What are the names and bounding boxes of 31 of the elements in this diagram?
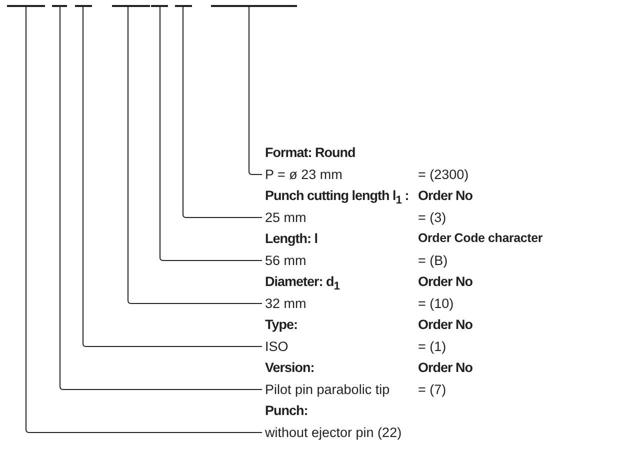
leader-line xyxy=(82,6,262,347)
order-code-value: = (2300) xyxy=(418,166,469,184)
option-heading: Punch cutting length l$_{1}$ : xyxy=(265,187,409,206)
option-heading: Punch: xyxy=(265,402,308,420)
option-heading: Version: xyxy=(265,359,314,377)
order-code-value: = (3) xyxy=(418,208,446,227)
option-value: ISO xyxy=(265,338,288,356)
option-value: 25 mm xyxy=(265,208,306,226)
leader-line xyxy=(26,6,262,433)
leader-line xyxy=(182,6,262,218)
order-code-value: = (10) xyxy=(418,294,454,313)
order-code-value: = (7) xyxy=(418,380,446,399)
option-value: P = ø 23 mm xyxy=(265,166,342,184)
leader-line xyxy=(128,6,262,304)
order-code-heading: Order No xyxy=(418,187,473,205)
order-code-heading: Order Code character xyxy=(418,230,543,247)
option-heading: Type: xyxy=(265,316,298,334)
order-code-value: = (B) xyxy=(418,252,448,270)
option-value: Pilot pin parabolic tip xyxy=(265,380,390,399)
order-code-heading: Order No xyxy=(418,316,473,334)
order-code-heading: Order No xyxy=(418,273,473,291)
order-code-heading: Order No xyxy=(418,359,473,377)
leader-line xyxy=(60,6,262,390)
order-code-value: = (1) xyxy=(418,338,446,356)
option-value: 56 mm xyxy=(265,252,306,270)
leader-line xyxy=(160,6,262,261)
option-heading: Format: Round xyxy=(265,144,356,162)
option-heading: Length: l xyxy=(265,230,318,248)
option-value: 32 mm xyxy=(265,294,306,312)
option-heading: Diameter: d$_{1}$ xyxy=(265,273,340,292)
option-value: without ejector pin (22) xyxy=(265,424,402,442)
